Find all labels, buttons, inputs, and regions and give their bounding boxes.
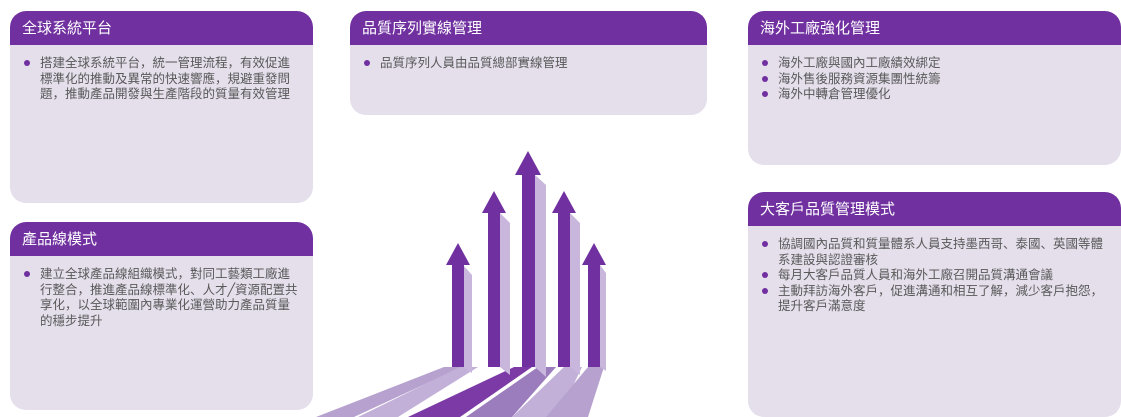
arrow-shadow xyxy=(463,265,472,373)
bullet-item: 協調國內品質和質量體系人員支持墨西哥、泰國、英國等體系建設與認證審核 xyxy=(762,236,1104,267)
arrow-shaft xyxy=(588,265,600,367)
bullet-item: 品質序列人員由品質總部實線管理 xyxy=(364,55,695,71)
light-beams xyxy=(316,367,604,417)
bullet-item: 建立全球產品線組織模式，對同工藝類工廠進行整合，推進產品線標準化、人才╱資源配置… xyxy=(24,266,301,328)
bullet-item: 主動拜訪海外客戶，促進溝通和相互了解，減少客戶抱怨，提升客戶滿意度 xyxy=(762,282,1104,313)
rising-arrows-graphic xyxy=(316,151,606,417)
card-title: 產品線模式 xyxy=(10,222,313,256)
arrow-head xyxy=(515,151,541,175)
bullet-list: 品質序列人員由品質總部實線管理 xyxy=(350,55,707,71)
bullet-list: 海外工廠與國內工廠績效綁定 海外售後服務資源集團性統籌 海外中轉倉管理優化 xyxy=(748,55,1121,102)
card-overseas-factory-management: 海外工廠強化管理 海外工廠與國內工廠績效綁定 海外售後服務資源集團性統籌 海外中… xyxy=(748,11,1121,165)
bullet-item: 搭建全球系統平台，統一管理流程，有效促進標準化的推動及異常的快速響應，規避重發問… xyxy=(24,55,301,102)
arrow-shadow xyxy=(500,213,510,375)
card-key-account-quality-model: 大客戶品質管理模式 協調國內品質和質量體系人員支持墨西哥、泰國、英國等體系建設與… xyxy=(748,192,1121,417)
light-beam xyxy=(316,367,462,417)
card-product-line-model: 產品線模式 建立全球產品線組織模式，對同工藝類工廠進行整合，推進產品線標準化、人… xyxy=(10,222,313,410)
arrow-shadow xyxy=(600,265,606,371)
arrow-shaft xyxy=(522,175,535,367)
light-beam xyxy=(358,367,478,417)
arrow-head xyxy=(552,191,576,213)
bullet-list: 建立全球產品線組織模式，對同工藝類工廠進行整合，推進產品線標準化、人才╱資源配置… xyxy=(10,266,313,328)
bullet-list: 協調國內品質和質量體系人員支持墨西哥、泰國、英國等體系建設與認證審核 每月大客戶… xyxy=(748,236,1121,314)
arrow-shadow xyxy=(570,213,580,375)
bullet-list: 搭建全球系統平台，統一管理流程，有效促進標準化的推動及異常的快速響應，規避重發問… xyxy=(10,55,313,102)
card-quality-solid-line-management: 品質序列實線管理 品質序列人員由品質總部實線管理 xyxy=(350,11,707,115)
card-global-system-platform: 全球系統平台 搭建全球系統平台，統一管理流程，有效促進標準化的推動及異常的快速響… xyxy=(10,11,313,203)
light-beam xyxy=(466,367,556,417)
bullet-item: 海外工廠與國內工廠績效綁定 xyxy=(762,55,1109,71)
arrow-head xyxy=(482,191,506,213)
arrow-shaft xyxy=(488,213,500,367)
bullet-item: 海外中轉倉管理優化 xyxy=(762,86,1109,102)
light-beam xyxy=(512,367,582,417)
arrow-shaft xyxy=(452,265,464,367)
arrow-group xyxy=(446,151,606,377)
bullet-item: 每月大客戶品質人員和海外工廠召開品質溝通會議 xyxy=(762,267,1103,283)
arrow-head xyxy=(446,243,470,265)
arrow-head xyxy=(582,243,606,265)
card-title: 大客戶品質管理模式 xyxy=(748,192,1121,226)
card-title: 海外工廠強化管理 xyxy=(748,11,1121,45)
light-beam xyxy=(546,367,604,417)
arrow-shadow xyxy=(535,175,546,377)
arrow-shaft xyxy=(558,213,570,367)
light-beam xyxy=(408,367,532,417)
card-title: 全球系統平台 xyxy=(10,11,313,45)
card-title: 品質序列實線管理 xyxy=(350,11,707,45)
bullet-item: 海外售後服務資源集團性統籌 xyxy=(762,71,1109,87)
